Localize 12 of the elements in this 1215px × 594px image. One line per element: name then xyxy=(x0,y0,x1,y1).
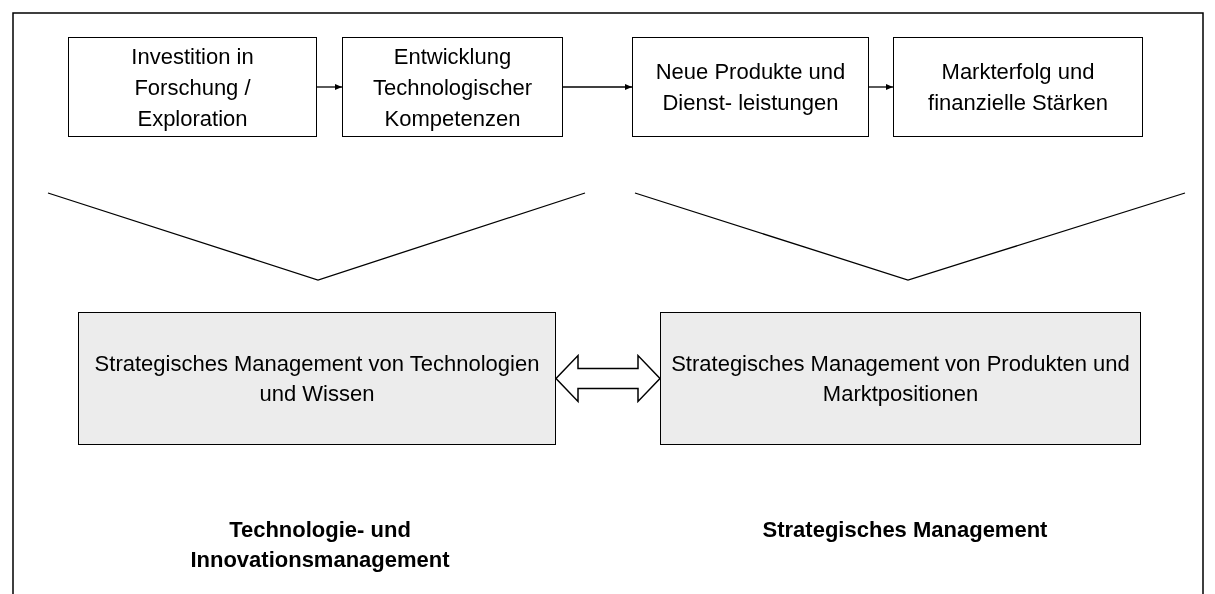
double-block-arrow xyxy=(554,353,662,404)
section-heading: Technologie- und Innovationsmanagement xyxy=(189,516,451,574)
arrow xyxy=(868,84,894,90)
management-box: Strategisches Management von Technologien und Wissen xyxy=(78,312,556,445)
process-box: Investition in Forschung / Exploration xyxy=(68,37,317,137)
arrow xyxy=(562,84,633,90)
process-box: Entwicklung Technologischer Kompetenzen xyxy=(342,37,563,137)
section-heading: Strategisches Management xyxy=(761,516,1049,544)
process-box: Neue Produkte und Dienst- leistungen xyxy=(632,37,869,137)
process-box: Markterfolg und finanzielle Stärken xyxy=(893,37,1143,137)
management-box: Strategisches Management von Produkten und Marktpositionen xyxy=(660,312,1141,445)
arrow xyxy=(316,84,343,90)
